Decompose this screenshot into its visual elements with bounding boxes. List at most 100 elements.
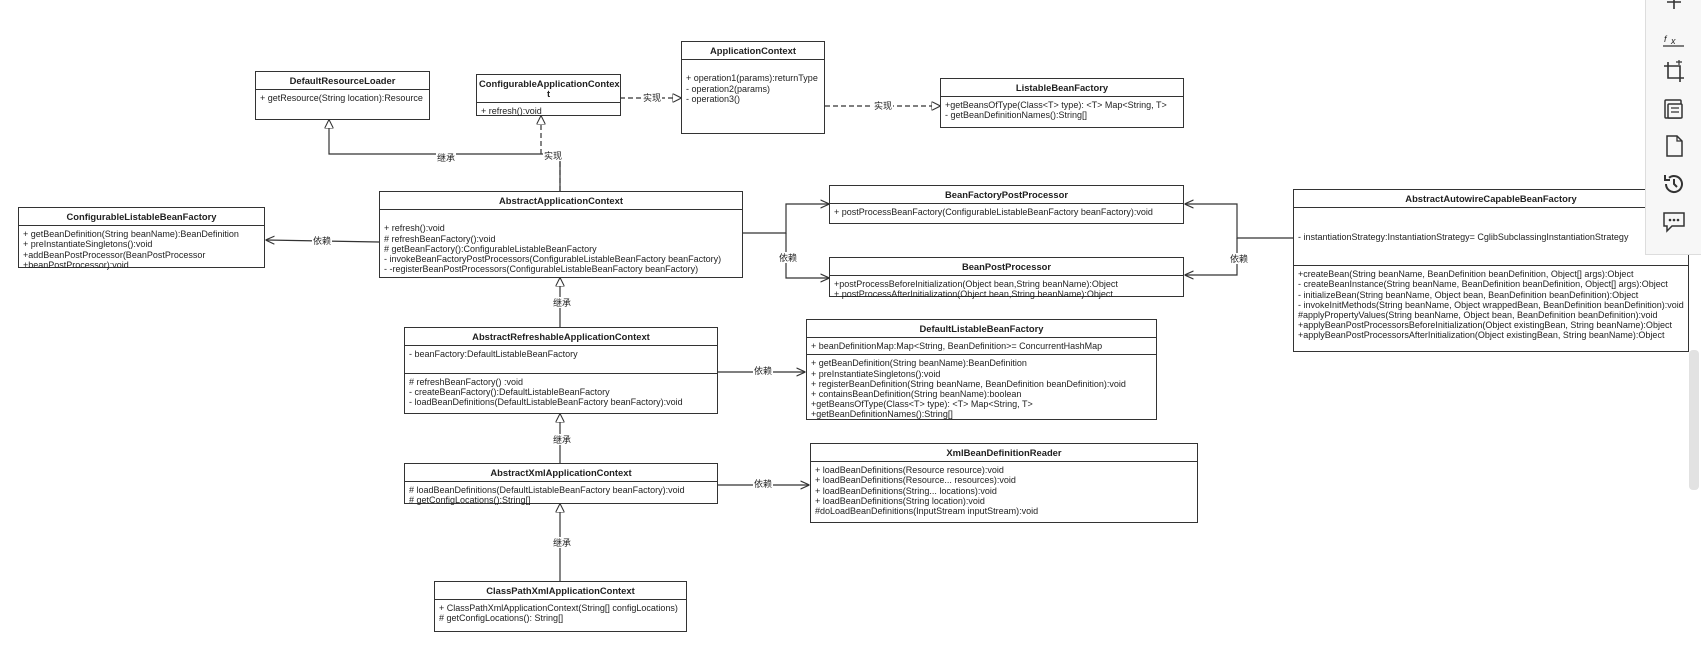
class-name: ConfigurableListableBeanFactory xyxy=(19,208,264,227)
class-abstract-refreshable-application-context[interactable]: AbstractRefreshableApplicationContext - b… xyxy=(404,327,718,414)
class-name: BeanPostProcessor xyxy=(830,258,1183,277)
class-name: ClassPathXmlApplicationContext xyxy=(435,582,686,601)
edge-aacbf-to-bean-post-processor xyxy=(1185,238,1238,275)
class-member: + getBeanDefinition(String beanName):Bea… xyxy=(23,229,239,240)
class-default-listable-bean-factory[interactable]: DefaultListableBeanFactory + beanDefiniti… xyxy=(806,319,1157,420)
comment-icon[interactable] xyxy=(1660,208,1688,236)
class-member: - createBeanFactory():DefaultListableBea… xyxy=(409,386,610,397)
history-icon[interactable] xyxy=(1660,170,1688,198)
class-member xyxy=(409,359,713,369)
class-member: + refresh():void xyxy=(481,106,542,117)
class-member: +createBean(String beanName, BeanDefinit… xyxy=(1298,269,1634,280)
class-section: +createBean(String beanName, BeanDefinit… xyxy=(1294,265,1688,343)
class-section: + beanDefinitionMap:Map<String, BeanDefi… xyxy=(807,338,1156,354)
edge-label-inherit-2: 继承 xyxy=(553,297,571,308)
edge-label-depend-2: 依赖 xyxy=(779,252,797,263)
edge-label-inherit-3: 继承 xyxy=(553,434,571,445)
class-member: - operation3() xyxy=(686,93,741,104)
class-class-path-xml-application-context[interactable]: ClassPathXmlApplicationContext+ ClassPat… xyxy=(434,581,687,632)
class-member: +addBeanPostProcessor(BeanPostProcessor xyxy=(23,249,206,260)
edge-label-bg xyxy=(753,478,774,489)
class-member: - getBeanDefinitionNames():String[] xyxy=(945,110,1088,121)
class-default-resource-loader[interactable]: DefaultResourceLoader + getResource(Strin… xyxy=(255,71,430,120)
svg-text:f: f xyxy=(1664,34,1668,44)
class-section: +postProcessBeforeInitialization(Object … xyxy=(830,276,1183,302)
class-member: +getBeansOfType(Class<T> type): <T> Map<… xyxy=(945,100,1167,111)
class-member: +applyBeanPostProcessorsBeforeInitializa… xyxy=(1298,320,1672,331)
class-member: +beanPostProcessor):void xyxy=(23,259,129,270)
class-section: + refresh():void# refreshBeanFactory():v… xyxy=(380,210,742,277)
class-member: - operation2(params) xyxy=(686,83,771,94)
edge-label-bg xyxy=(753,365,774,376)
edge-label-depend-4: 依赖 xyxy=(754,365,772,376)
edge-label-depend-1: 依赖 xyxy=(313,235,331,246)
class-section: - instantiationStrategy:InstantiationStr… xyxy=(1294,208,1688,265)
class-member: + beanDefinitionMap:Map<String, BeanDefi… xyxy=(811,341,1103,352)
class-name: ApplicationContext xyxy=(682,42,824,61)
edge-label-implement-2: 实现 xyxy=(643,92,661,103)
class-member: + loadBeanDefinitions(Resource... resour… xyxy=(815,475,1016,486)
class-name: ConfigurableApplicationContex xyxy=(479,78,620,89)
class-configurable-listable-bean-factory[interactable]: ConfigurableListableBeanFactory + getBean… xyxy=(18,207,265,270)
class-name: DefaultResourceLoader xyxy=(256,72,429,91)
class-member: + loadBeanDefinitions(String location):v… xyxy=(815,495,985,506)
class-member: - -registerBeanPostProcessors(Configurab… xyxy=(384,264,699,275)
class-member: #applyPropertyValues(String beanName, Ob… xyxy=(1298,310,1658,321)
class-member: # getConfigLocations(): String[] xyxy=(439,613,564,624)
class-abstract-xml-application-context[interactable]: AbstractXmlApplicationContext# loadBeanD… xyxy=(404,463,718,505)
edge-label-bg xyxy=(873,100,894,111)
edge-label-implement-1: 实现 xyxy=(544,150,562,161)
class-section: + postProcessBeanFactory(ConfigurableLis… xyxy=(830,204,1183,220)
class-member: + refresh():void xyxy=(384,223,445,234)
class-member xyxy=(1298,211,1684,221)
class-member: + loadBeanDefinitions(Resource resource)… xyxy=(815,465,1004,476)
class-bean-factory-post-processor[interactable]: BeanFactoryPostProcessor+ postProcessBea… xyxy=(829,185,1184,224)
class-member: +getBeanDefinitionNames():String[] xyxy=(811,409,953,420)
class-member: # refreshBeanFactory() :void xyxy=(409,376,524,387)
class-name: AbstractRefreshableApplicationContext xyxy=(405,328,717,347)
class-name: AbstractAutowireCapableBeanFactory xyxy=(1294,190,1688,209)
class-xml-bean-definition-reader[interactable]: XmlBeanDefinitionReader+ loadBeanDefinit… xyxy=(810,443,1198,523)
class-application-context[interactable]: ApplicationContext + operation1(params):… xyxy=(681,41,825,134)
class-member: - instantiationStrategy:InstantiationStr… xyxy=(1298,231,1629,242)
edge-label-bg xyxy=(436,152,457,163)
blank-page-icon[interactable] xyxy=(1660,132,1688,160)
class-section: + getBeanDefinition(String beanName):Bea… xyxy=(807,354,1156,422)
class-abstract-autowire-capable-bean-factory[interactable]: AbstractAutowireCapableBeanFactory - ins… xyxy=(1293,189,1689,352)
class-member: - beanFactory:DefaultListableBeanFactory xyxy=(409,349,578,360)
class-section: + loadBeanDefinitions(Resource resource)… xyxy=(811,462,1197,519)
class-member xyxy=(1298,221,1684,231)
class-member: - invokeBeanFactoryPostProcessors(Config… xyxy=(384,254,722,265)
class-abstract-application-context[interactable]: AbstractApplicationContext + refresh():v… xyxy=(379,191,743,278)
vertical-scrollbar[interactable] xyxy=(1689,350,1699,490)
class-member xyxy=(1298,242,1684,252)
edge-aac-to-bean-factory-post-processor xyxy=(743,204,829,234)
class-listable-bean-factory[interactable]: ListableBeanFactory +getBeansOfType(Class… xyxy=(940,78,1184,128)
edge-label-bg xyxy=(1229,253,1250,264)
class-member: + containsBeanDefinition(String beanName… xyxy=(811,389,1022,400)
class-name: DefaultListableBeanFactory xyxy=(807,320,1156,339)
pages-icon[interactable] xyxy=(1660,95,1688,123)
class-member: + getBeanDefinition(String beanName):Bea… xyxy=(811,358,1027,369)
edge-label-bg xyxy=(642,92,663,103)
class-member: +getBeansOfType(Class<T> type): <T> Map<… xyxy=(811,399,1033,410)
class-member: + preInstantiateSingletons():void xyxy=(811,368,941,379)
class-member: +postProcessBeforeInitialization(Object … xyxy=(834,279,1118,290)
edge-label-inherit-4: 继承 xyxy=(553,537,571,548)
class-member xyxy=(1298,252,1684,262)
class-name: ListableBeanFactory xyxy=(941,79,1183,98)
edge-label-bg xyxy=(543,150,564,161)
class-name: AbstractXmlApplicationContext xyxy=(405,464,717,483)
class-member: # refreshBeanFactory():void xyxy=(384,233,496,244)
crop-icon[interactable] xyxy=(1660,58,1688,86)
edge-label-bg xyxy=(552,537,573,548)
class-bean-post-processor[interactable]: BeanPostProcessor +postProcessBeforeIniti… xyxy=(829,257,1184,299)
plus-icon[interactable] xyxy=(1660,0,1688,16)
edge-label-bg xyxy=(552,434,573,445)
edge-aac-to-bean-post-processor xyxy=(785,233,829,278)
class-section: + getResource(String location):Resource xyxy=(256,90,429,106)
class-member: + getResource(String location):Resource xyxy=(260,93,423,104)
